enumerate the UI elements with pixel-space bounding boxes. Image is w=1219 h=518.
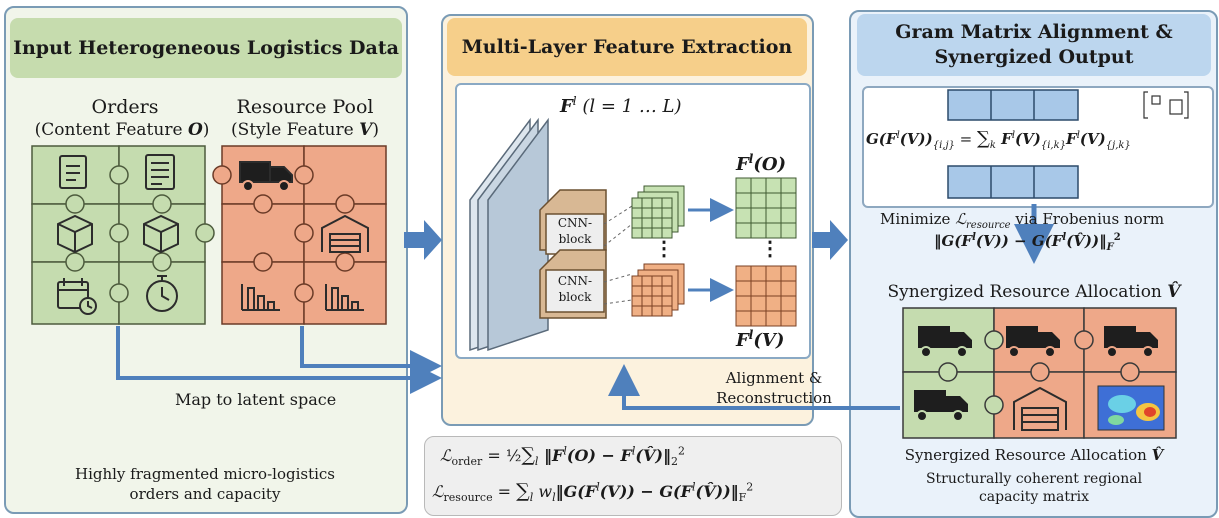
orange-feature-grid-small [631,263,685,317]
loss-order-equation: ℒorder = ½∑l ‖Fl(O) − Fl(V̂)‖22 [440,444,685,469]
allocation-top-label: Synergized Resource Allocation V̂ [887,282,1181,302]
bar-chart-icon [241,284,280,311]
ellipsis-small: ⋮ [654,236,674,260]
minimize-text: Minimize ℒresource via Frobenius norm [880,210,1165,231]
output-allocation-puzzle [902,307,1177,439]
green-feature-grid-small [631,185,685,239]
loss-resource-equation: ℒresource = ∑l wl‖G(Fl(V)) − G(Fl(V̂))‖F… [432,480,754,505]
truck-icon [918,326,972,358]
map-latent-label: Map to latent space [175,390,337,409]
loss-equations-box [424,436,842,516]
map-latent-arrows [116,326,442,394]
cnn-block-top-label: CNN-block [557,216,593,246]
gram-alignment-header: Gram Matrix Alignment & Synergized Outpu… [857,14,1211,76]
feature-extraction-header: Multi-Layer Feature Extraction [447,18,807,76]
gram-header-line1: Gram Matrix Alignment & [895,21,1173,43]
fv-feature-grid [735,265,797,327]
gram-header-line2: Synergized Output [934,46,1134,68]
panel2-to-panel3-arrow [812,220,848,260]
matrix-glyph-icon [1143,91,1189,119]
calendar-clock-icon [57,278,97,315]
bar-chart-icon [325,284,364,311]
input-data-header: Input Heterogeneous Logistics Data [10,18,402,78]
fo-feature-grid [735,177,797,239]
gram-equation: G(Fl(V)){i,j} = ∑k Fl(V){i,k}Fl(V){j,k} [866,128,1131,151]
box-icon [143,214,179,254]
alignment-return-arrow [608,364,900,410]
truck-icon [914,390,968,422]
orders-puzzle [31,145,215,325]
feature-stack-label: Fl (l = 1 … L) [560,94,682,117]
orders-subtitle: (Content Feature O) [34,120,210,140]
ellipsis-big: ⋮ [760,236,780,260]
cnn-block-bottom [539,249,607,319]
cnn-block-bottom-label: CNN-block [557,274,593,304]
heatmap-icon [1097,385,1165,431]
document-icon [59,155,87,189]
invoice-icon [145,154,175,190]
truck-icon [1006,326,1060,358]
box-icon [57,214,93,254]
alignment-label: Alignment &Reconstruction [716,369,832,407]
allocation-bottom-label: Synergized Resource Allocation V̂ [904,446,1164,464]
frobenius-norm-equation: ‖G(Fl(V)) − G(Fl(V̂))‖F2 [934,232,1121,253]
warehouse-icon [1013,386,1067,431]
resource-pool-puzzle [212,145,387,325]
orders-title: Orders [91,96,159,118]
truck-icon [239,161,293,192]
feature-layer-stack [469,117,549,352]
resource-pool-title: Resource Pool [236,96,374,118]
stopwatch-icon [146,275,178,312]
gram-matrix-bars [947,89,1079,199]
fv-label: Fl(V) [736,328,785,351]
resource-pool-subtitle: (Style Feature V) [231,120,379,140]
warehouse-icon [321,214,369,253]
panel1-to-panel2-arrow [404,220,442,260]
fo-label: Fl(O) [736,152,787,175]
truck-icon [1104,326,1158,358]
